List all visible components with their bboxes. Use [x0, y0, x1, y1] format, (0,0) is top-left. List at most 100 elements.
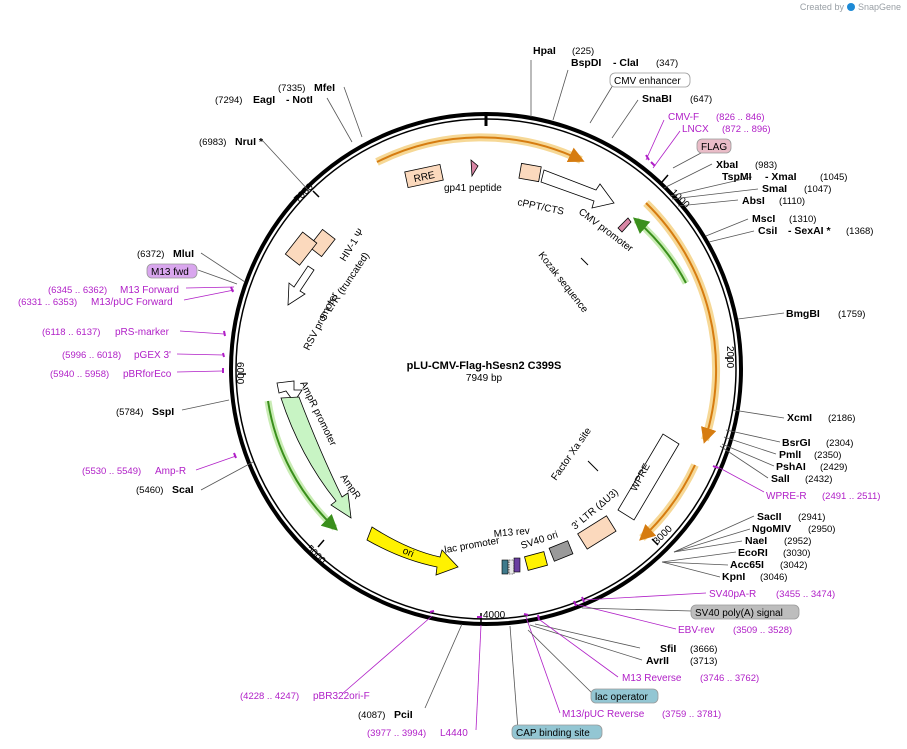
flag-mark [617, 217, 632, 233]
enzyme-hpai: HpaI [533, 45, 556, 57]
primer-pbrforeco-pos: (5940 .. 5958) [50, 369, 109, 380]
enzyme-xcmi-pos: (2186) [828, 413, 855, 424]
enzyme-kpni: KpnI [722, 571, 745, 583]
enzyme-msci: MscI [752, 213, 775, 225]
enzyme-pshai-pos: (2429) [820, 462, 847, 473]
enzyme-eagi: EagI [253, 94, 275, 106]
primer-ebv-rev: EBV-rev [678, 625, 715, 636]
primer-pbr322ori-f: pBR322ori-F [313, 691, 370, 702]
enzyme-xbai: XbaI [716, 159, 738, 171]
snapgene-credit: Created by SnapGene [800, 2, 901, 12]
primer-m13-forward-pos: (6345 .. 6362) [48, 285, 107, 296]
cppt-box [518, 162, 542, 183]
enzyme-smai: SmaI [762, 183, 787, 195]
ltr3-box [577, 515, 617, 550]
rsv-promoter-arrow-icon [287, 265, 315, 306]
flag-box [696, 138, 732, 154]
primer-sv40pa-r: SV40pA-R [709, 589, 756, 600]
lac-promoter-label: lac promoter [444, 535, 501, 556]
enzyme-sali-pos: (2432) [805, 474, 832, 485]
enzyme-xmai-pos: (1045) [820, 172, 847, 183]
enzyme-pshai: PshAI [776, 461, 806, 473]
enzyme-naei: NaeI [745, 535, 767, 547]
sv40-polya-box-label [690, 604, 800, 620]
orange-arc-top [376, 136, 585, 163]
m13-rev-mark [513, 557, 521, 573]
enzyme-naei-pos: (2952) [784, 536, 811, 547]
lac-operator-mark [508, 559, 515, 575]
factor-xa-mark [587, 460, 599, 472]
enzyme-sspi-pos: (5784) [116, 407, 143, 418]
tick-1000: 1000 [668, 187, 692, 211]
enzyme-absi: AbsI [742, 195, 765, 207]
primer-labels: CMV-F (826 .. 846) LNCX (872 .. 896) WPR… [18, 112, 880, 739]
sv40-polya-box [548, 540, 574, 562]
enzyme-eagi-pos: (7294) [215, 95, 242, 106]
primer-m13-reverse-pos: (3746 .. 3762) [700, 673, 759, 684]
primer-prs-marker-pos: (6118 .. 6137) [42, 327, 100, 338]
m13-rev-label: M13 rev [493, 526, 530, 540]
primer-leaders [176, 119, 765, 731]
tick-2000: 2000 [724, 346, 735, 369]
enzyme-sexai-pos: (1368) [846, 226, 873, 237]
enzyme-xcmi: XcmI [787, 412, 812, 424]
primer-ebv-rev-pos: (3509 .. 3528) [733, 625, 792, 636]
primer-m13puc-reverse-pos: (3759 .. 3781) [662, 709, 721, 720]
enzyme-ecori-pos: (3030) [783, 548, 810, 559]
lac-operator-label: lac operator [595, 692, 648, 703]
gp41-arrow-icon [470, 159, 479, 178]
enzyme-sacii-pos: (2941) [798, 512, 825, 523]
enzyme-nrui: NruI * [235, 136, 264, 148]
cmv-enhancer-label: CMV enhancer [614, 76, 681, 87]
gp41-label: gp41 peptide [444, 183, 502, 194]
enzyme-bsrgi-pos: (2304) [826, 438, 853, 449]
ori-label: ori [401, 546, 415, 560]
enzyme-clai-pos: (347) [656, 58, 678, 69]
primer-m13-forward: M13 Forward [120, 285, 179, 296]
primer-cmv-f-pos: (826 .. 846) [716, 112, 765, 123]
enzyme-kpni-pos: (3046) [760, 572, 787, 583]
ampr-promoter-arrow-icon [276, 380, 303, 403]
cap-binding-site-box [511, 724, 603, 740]
enzyme-pcii-pos: (4087) [358, 710, 385, 721]
primer-pgex3: pGEX 3' [134, 350, 171, 361]
credit-brand: SnapGene [857, 2, 901, 12]
primer-m13puc-reverse: M13/pUC Reverse [562, 709, 645, 720]
primer-m13puc-forward-pos: (6331 .. 6353) [18, 297, 77, 308]
enzyme-acc65i-pos: (3042) [780, 560, 807, 571]
enzyme-msci-pos: (1310) [789, 214, 816, 225]
ampr-arrow-icon [280, 396, 352, 519]
tick-4000: 4000 [483, 610, 506, 621]
primer-wpre-r-pos: (2491 .. 2511) [822, 491, 880, 502]
primer-pbrforeco: pBRforEco [123, 369, 172, 380]
rsv-ltr-box [284, 231, 318, 266]
cmv-promoter-arrow-icon [540, 169, 615, 209]
hiv-psi-box [308, 228, 336, 258]
m13-fwd-label: M13 fwd [151, 267, 189, 278]
enzyme-absi-pos: (1110) [779, 196, 805, 207]
enzyme-bsrgi: BsrGI [782, 437, 811, 449]
primer-amp-r-pos: (5530 .. 5549) [82, 466, 141, 477]
enzyme-smai-pos: (1047) [804, 184, 831, 195]
enzyme-snabi-pos: (647) [690, 94, 712, 105]
orange-arc-right [645, 202, 718, 444]
snapgene-logo-icon [846, 3, 855, 11]
plasmid-length: 7949 bp [466, 373, 503, 384]
primer-pbr322ori-f-pos: (4228 .. 4247) [240, 691, 299, 702]
primer-m13puc-forward: M13/pUC Forward [91, 297, 173, 308]
kozak-mark [580, 257, 589, 266]
enzyme-avrii: AvrII [646, 655, 669, 667]
primer-lncx: LNCX [682, 124, 709, 135]
primer-m13-reverse: M13 Reverse [622, 673, 682, 684]
enzyme-tspmi: TspMI [722, 171, 752, 183]
enzyme-mlui: MluI [173, 248, 194, 260]
primer-sv40pa-r-pos: (3455 .. 3474) [776, 589, 835, 600]
enzyme-pmli: PmlI [779, 449, 801, 461]
lac-promoter-mark [501, 559, 509, 575]
enzyme-xmai: - XmaI [765, 171, 797, 183]
boxed-labels: CMV enhancer FLAG M13 fwd SV40 poly(A) s… [146, 72, 800, 740]
enzyme-sfii: SfiI [660, 643, 676, 655]
primer-amp-r: Amp-R [155, 466, 186, 477]
enzyme-mfei: MfeI [314, 82, 335, 94]
primer-lncx-pos: (872 .. 896) [722, 124, 771, 135]
